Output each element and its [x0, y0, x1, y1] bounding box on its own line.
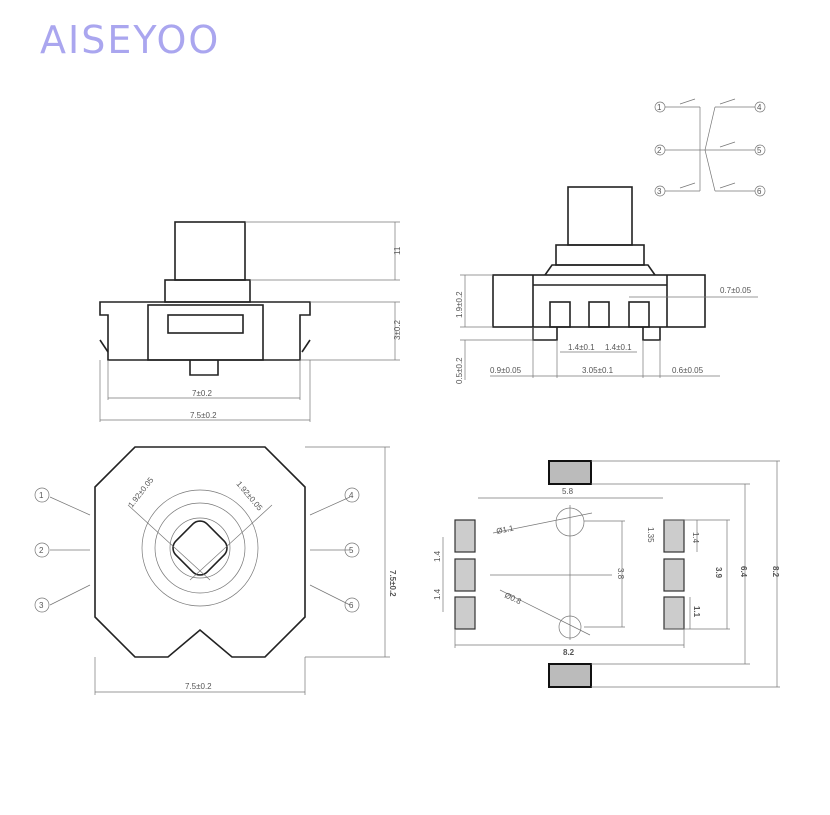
side-view: 11 3±0.2 7±0.2 7.5±0.2 [99, 221, 402, 422]
pin-4-label: 4 [757, 103, 762, 112]
dim-hole-large: Ø1.1 [496, 523, 515, 536]
dim-hole-spacing: 3.8 [616, 568, 625, 580]
pin-6-label: 6 [757, 187, 762, 196]
pcb-footprint: 5.8 Ø1.1 Ø0.8 1.35 3.8 1.4 1.4 1.4 3.9 1… [433, 460, 780, 688]
dim-body-height: 1.9±0.2 [455, 291, 464, 318]
pin-1-label: 1 [39, 491, 44, 500]
dim-height: 7.5±0.2 [388, 570, 397, 597]
dim-lead-height: 0.5±0.2 [455, 357, 464, 384]
dim-outer-width: 7.5±0.2 [190, 411, 217, 420]
dim-bottom-width: 8.2 [563, 648, 575, 657]
pin-1-label: 1 [657, 103, 662, 112]
switch-schematic: 1 2 3 4 5 6 [654, 98, 766, 197]
brand-logo: AISEYOO [40, 18, 221, 62]
pin-5-label: 5 [757, 146, 762, 155]
pin-2-label: 2 [657, 146, 662, 155]
pin-3-label: 3 [39, 601, 44, 610]
front-view: 0.7±0.05 1.9±0.2 0.5±0.2 1.4±0.1 1.4±0.1… [455, 186, 758, 384]
dim-span-top: 5.8 [562, 487, 574, 496]
dim-pin-top: 0.7±0.05 [720, 286, 752, 295]
dim-ring-right: 1.92±0.05 [234, 480, 264, 513]
dim-left-offset: 0.9±0.05 [490, 366, 522, 375]
dim-pitch-left-1: 1.4 [433, 550, 442, 562]
dim-inner-width: 7±0.2 [192, 389, 213, 398]
dim-hole-small: Ø0.8 [503, 591, 523, 607]
dim-pad-width: 1.1 [692, 606, 701, 618]
dim-center-span: 3.05±0.1 [582, 366, 614, 375]
dim-pitch-left-2: 1.4 [433, 588, 442, 600]
dim-offset: 1.35 [646, 527, 655, 543]
dim-outer-1: 6.4 [739, 566, 748, 578]
dim-ring-left: 1.92±0.05 [126, 475, 155, 509]
pin-6-label: 6 [349, 601, 354, 610]
dim-width: 7.5±0.2 [185, 682, 212, 691]
dim-stem-height: 11 [393, 246, 402, 255]
dim-pad-span: 3.9 [714, 567, 723, 579]
dim-outer-2: 8.2 [771, 566, 780, 578]
pin-4-label: 4 [349, 491, 354, 500]
pin-3-label: 3 [657, 187, 662, 196]
dim-pitch-right: 1.4 [691, 532, 700, 544]
top-view: 1 2 3 4 5 6 1.92±0.05 1.92±0.05 7.5±0.2 … [34, 446, 397, 695]
dim-pitch-left: 1.4±0.1 [568, 343, 595, 352]
pin-2-label: 2 [39, 546, 44, 555]
pin-5-label: 5 [349, 546, 354, 555]
dim-right-offset: 0.6±0.05 [672, 366, 704, 375]
dim-body-height: 3±0.2 [393, 319, 402, 340]
dim-pitch-right: 1.4±0.1 [605, 343, 632, 352]
